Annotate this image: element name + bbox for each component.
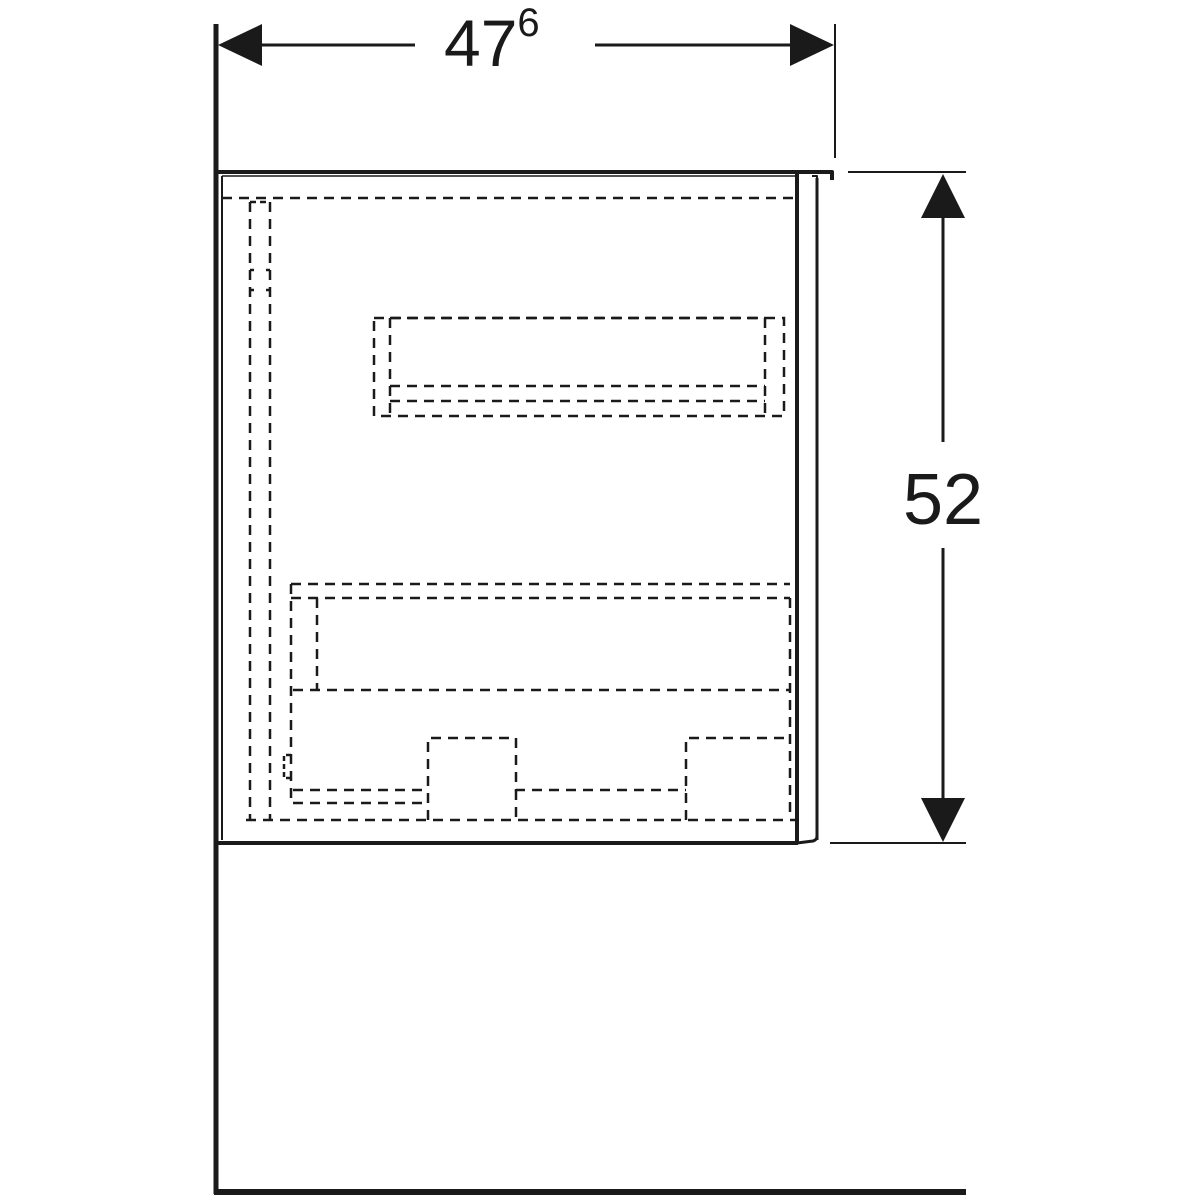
- wall-and-floor: [213, 24, 966, 1195]
- height-dimension: 52: [830, 171, 983, 844]
- width-main: 47: [444, 6, 517, 80]
- width-value: 476: [444, 1, 540, 80]
- cutout-left: [426, 736, 686, 820]
- upper-drawer-hidden: [372, 316, 786, 418]
- arrowhead-down-icon: [921, 798, 965, 842]
- front-panel-bottom: [796, 835, 819, 845]
- cabinet-body: [216, 170, 834, 845]
- arrowhead-up-icon: [921, 174, 965, 218]
- height-value: 52: [903, 460, 983, 540]
- width-superscript: 6: [517, 1, 539, 45]
- hidden-lines: [222, 196, 795, 822]
- cabinet-top-lip: [795, 170, 834, 180]
- lower-drawer-hidden: [282, 582, 792, 818]
- lower-drawer-notch: [282, 753, 291, 780]
- siphon-cutouts-hidden: [426, 736, 788, 820]
- arrowhead-right-icon: [790, 24, 834, 66]
- front-panel-top: [812, 175, 818, 182]
- width-dimension: 476: [218, 1, 836, 158]
- cutout-right: [684, 736, 788, 820]
- arrowhead-left-icon: [218, 24, 262, 66]
